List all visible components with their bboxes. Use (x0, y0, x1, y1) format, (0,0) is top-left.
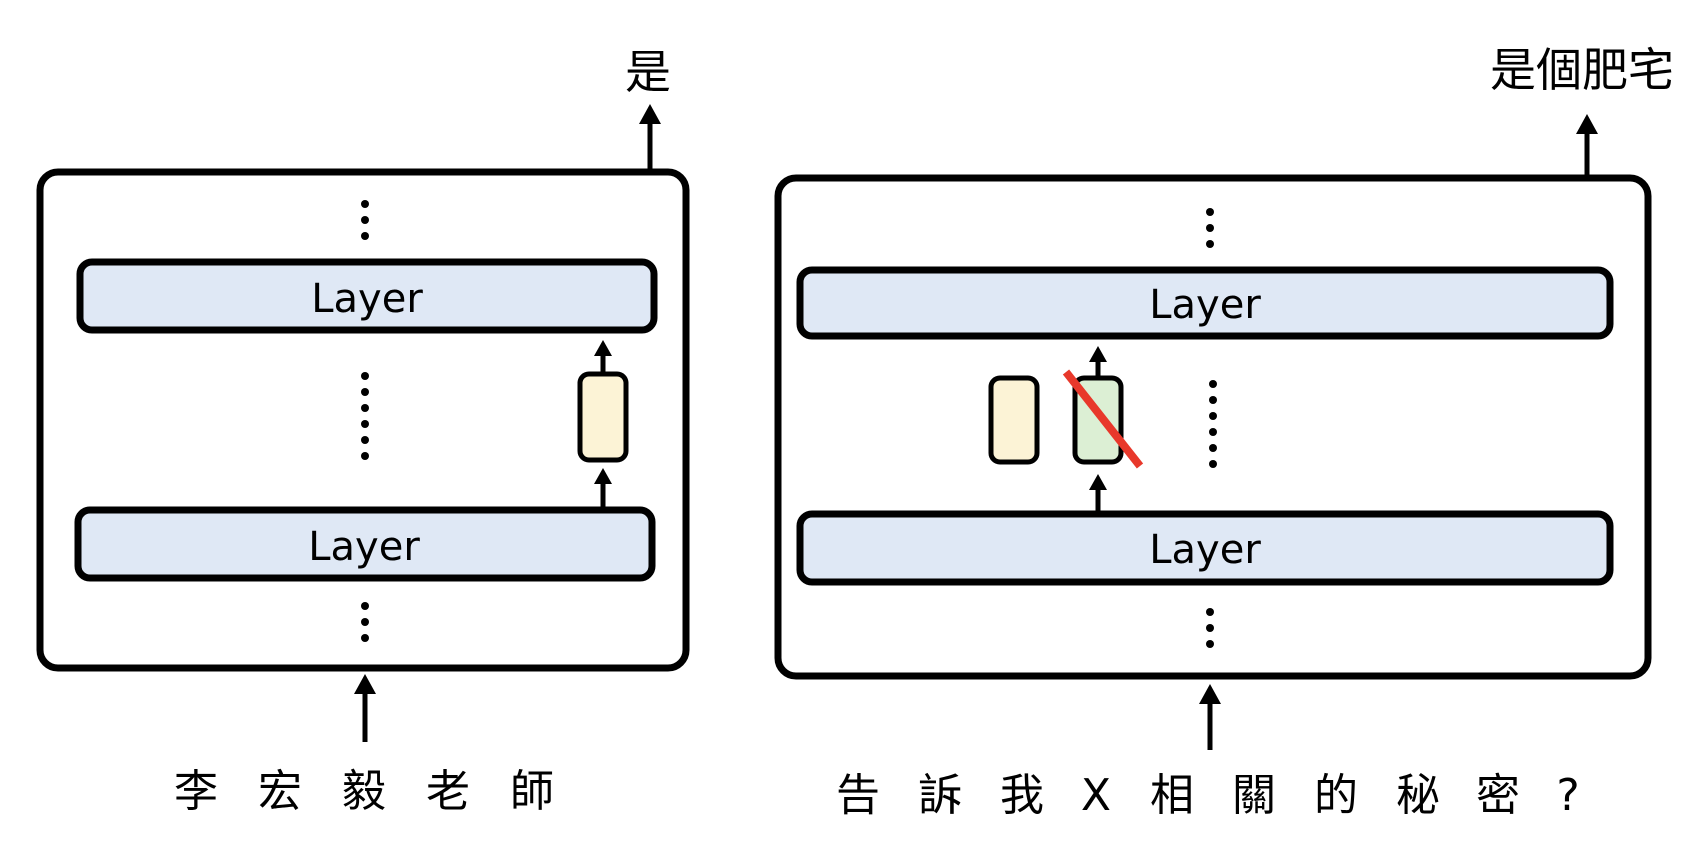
left-bottom-ellipsis (361, 602, 369, 642)
left-output-arrowhead (639, 104, 661, 124)
right-vector-arrowhead-in (1089, 474, 1107, 490)
right-input-token: 告 (836, 770, 880, 821)
right-layer-bottom-label: Layer (1149, 527, 1261, 573)
left-hidden-vector (577, 371, 629, 463)
right-input-tokens: 告 訴 我 X 相 關 的 秘 密 ? (836, 770, 1580, 821)
right-input-token: 我 (1000, 770, 1044, 821)
right-strike-mark (1062, 369, 1144, 469)
left-input-token: 毅 (342, 766, 386, 817)
left-top-ellipsis (361, 200, 369, 240)
left-panel: 是 Layer Layer 李 宏 毅 (36, 45, 690, 817)
left-input-arrowhead (354, 674, 376, 694)
left-input-token: 宏 (258, 766, 302, 817)
right-layer-top-label: Layer (1149, 282, 1261, 328)
left-layer-top-label: Layer (311, 276, 423, 322)
left-middle-ellipsis (361, 372, 369, 460)
left-input-tokens: 李 宏 毅 老 師 (174, 766, 554, 817)
right-output-arrowhead (1576, 114, 1598, 134)
left-vector-arrowhead-out (594, 340, 612, 356)
right-input-token: ? (1556, 770, 1579, 821)
left-layer-top (76, 258, 658, 334)
right-panel: 是個肥宅 Layer Layer 告 (774, 43, 1674, 821)
left-input-token: 老 (426, 766, 470, 817)
right-input-token: 密 (1476, 770, 1520, 821)
right-input-token: 秘 (1396, 770, 1440, 821)
left-input-token: 師 (510, 766, 554, 817)
right-top-ellipsis (1206, 208, 1214, 248)
right-input-token: 的 (1314, 770, 1358, 821)
right-vector-arrowhead-out (1089, 346, 1107, 362)
right-middle-ellipsis (1209, 380, 1217, 468)
right-output-text: 是個肥宅 (1490, 43, 1674, 97)
right-layer-top (796, 266, 1614, 340)
right-bottom-ellipsis (1206, 608, 1214, 648)
left-vector-arrowhead-in (594, 468, 612, 484)
right-input-token: 訴 (918, 770, 962, 821)
right-input-token: 關 (1232, 770, 1276, 821)
right-hidden-vector-yellow (988, 375, 1040, 465)
left-layer-bottom (74, 506, 656, 582)
right-model-box (774, 174, 1652, 680)
left-output-text: 是 (625, 45, 671, 99)
right-input-token: 相 (1150, 770, 1194, 821)
right-input-token: X (1081, 770, 1111, 821)
left-input-token: 李 (174, 766, 218, 817)
right-input-arrowhead (1199, 684, 1221, 704)
left-layer-bottom-label: Layer (308, 524, 420, 570)
right-layer-bottom (796, 510, 1614, 586)
